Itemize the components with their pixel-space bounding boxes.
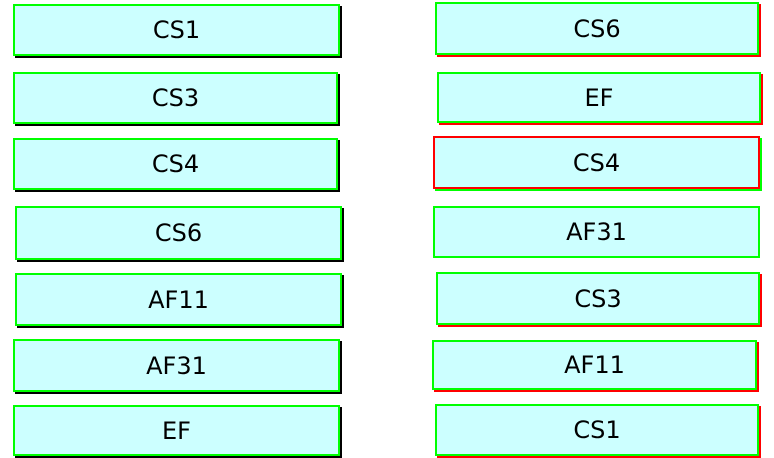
left-item-cs1[interactable]: CS1 xyxy=(13,4,340,56)
right-item-label: CS1 xyxy=(573,416,621,444)
left-item-label: EF xyxy=(162,416,191,445)
right-item-af11[interactable]: AF11 xyxy=(432,340,757,390)
right-item-label: AF31 xyxy=(566,218,627,246)
right-item-label: CS3 xyxy=(574,284,622,313)
left-item-label: AF11 xyxy=(148,285,209,314)
right-item-label: CS6 xyxy=(573,14,621,43)
left-item-label: CS3 xyxy=(151,84,200,112)
left-item-label: CS1 xyxy=(152,16,201,44)
left-item-cs6[interactable]: CS6 xyxy=(15,206,342,260)
right-item-label: AF11 xyxy=(564,351,625,379)
left-item-af11[interactable]: AF11 xyxy=(15,273,342,326)
left-item-label: CS4 xyxy=(151,150,200,178)
left-item-af31[interactable]: AF31 xyxy=(13,339,340,392)
right-item-af31[interactable]: AF31 xyxy=(433,206,760,258)
right-item-label: CS4 xyxy=(572,148,621,177)
left-item-label: AF31 xyxy=(146,351,207,380)
right-item-cs4[interactable]: CS4 xyxy=(433,136,760,189)
right-item-label: EF xyxy=(584,83,614,112)
left-item-ef[interactable]: EF xyxy=(13,405,340,456)
right-item-cs3[interactable]: CS3 xyxy=(436,272,760,325)
right-item-cs6[interactable]: CS6 xyxy=(435,2,759,55)
left-item-cs3[interactable]: CS3 xyxy=(13,72,338,124)
left-item-label: CS6 xyxy=(154,219,203,247)
left-item-cs4[interactable]: CS4 xyxy=(13,138,338,190)
right-item-ef[interactable]: EF xyxy=(437,72,761,123)
right-item-cs1[interactable]: CS1 xyxy=(435,404,759,456)
